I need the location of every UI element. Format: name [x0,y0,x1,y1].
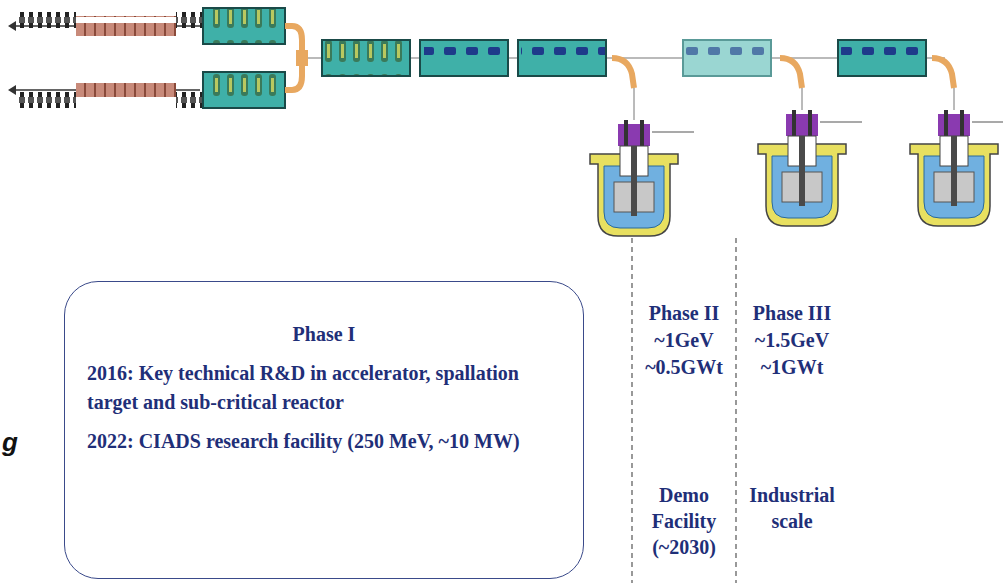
phase-milestone: 2016: Key technical R&D in accelerator, … [87,359,561,417]
phase-note: Demo Facility (~2030) [638,482,730,560]
phase-heading: Phase I [87,320,561,349]
thermal-power: ~0.5GWt [638,354,730,380]
phase-title: Phase III [742,300,842,326]
beam-energy: ~1GeV [638,327,730,353]
beam-energy: ~1.5GeV [742,327,842,353]
phase-milestone: 2022: CIADS research facility (250 MeV, … [87,427,561,456]
thermal-power: ~1GWt [742,354,842,380]
phase-box: Phase I 2016: Key technical R&D in accele… [64,281,584,579]
cut-off-letter: g [2,426,26,460]
phase-note: Industrial scale [742,482,842,534]
phase-title: Phase II [638,300,730,326]
